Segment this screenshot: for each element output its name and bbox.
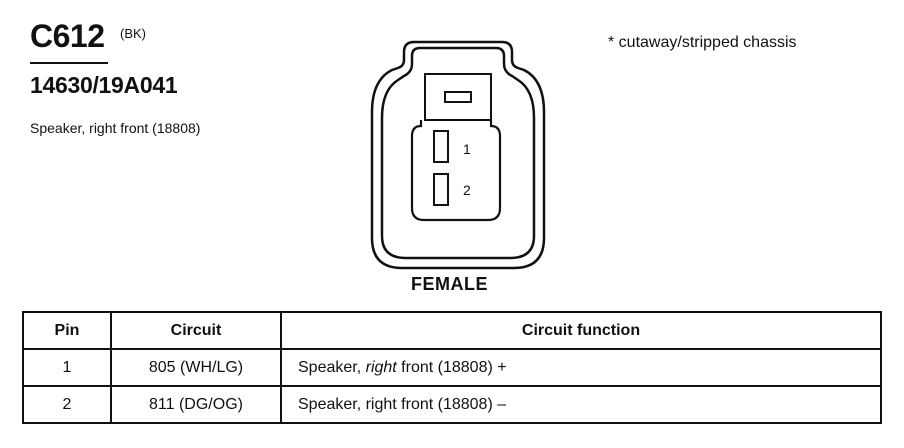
table-header-row: Pin Circuit Circuit function [22,311,882,350]
function-text: Speaker, [298,358,366,376]
locking-latch [424,73,492,121]
cavity-1 [433,130,449,163]
function-text: Speaker, right front (18808) – [298,395,507,413]
part-number: 14630/19A041 [30,72,178,98]
connector-description: Speaker, right front (18808) [30,120,201,136]
function-text-end: front (18808) + [396,358,507,376]
pinout-table: Pin Circuit Circuit function 1 805 (WH/L… [22,311,882,424]
housing-outer-outline [370,40,546,270]
title-underline [30,62,108,64]
terminal-block [410,120,502,222]
table-row: 2 811 (DG/OG) Speaker, right front (1880… [22,385,882,424]
cell-circuit-function: Speaker, right front (18808) – [280,385,882,424]
connector-gender: FEMALE [411,274,488,294]
header-circuit: Circuit [110,311,282,350]
header-pin: Pin [22,311,112,350]
housing-inner-outline [380,46,536,260]
connector-color: (BK) [120,26,146,41]
latch-tab [444,91,472,103]
cell-pin: 2 [22,385,112,424]
table-row: 1 805 (WH/LG) Speaker, right front (1880… [22,348,882,387]
cavity-label-2: 2 [463,182,471,198]
cell-circuit-function: Speaker, right front (18808) + [280,348,882,387]
connector-id: C612 [30,18,105,54]
function-text-italic: right [365,358,397,376]
cavity-label-1: 1 [463,141,471,157]
connector-face-diagram: 1 2 [370,40,546,270]
cell-pin: 1 [22,348,112,387]
cell-circuit: 811 (DG/OG) [110,385,282,424]
header-circuit-function: Circuit function [280,311,882,350]
cavity-2 [433,173,449,206]
cell-circuit: 805 (WH/LG) [110,348,282,387]
chassis-note: * cutaway/stripped chassis [608,34,797,51]
